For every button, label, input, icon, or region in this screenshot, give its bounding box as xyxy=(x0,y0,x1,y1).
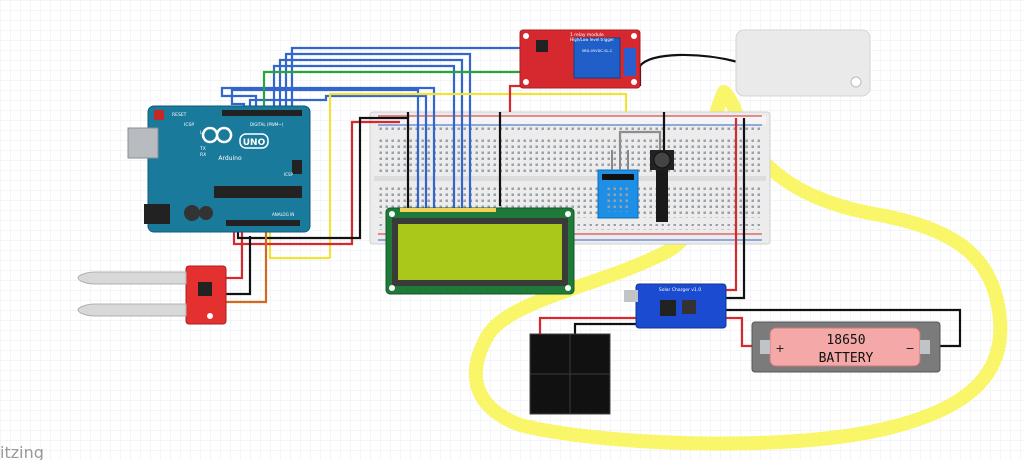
soil-moisture-sensor[interactable] xyxy=(77,265,227,325)
wire-red-6 xyxy=(724,316,760,348)
highlight-stroke xyxy=(468,85,1008,451)
wire-blue-3 xyxy=(278,58,464,212)
wire-black-3 xyxy=(638,53,739,86)
lcd-display[interactable] xyxy=(385,207,575,295)
battery-minus: − xyxy=(905,342,914,355)
wire-red-5 xyxy=(538,316,640,336)
wire-red-2 xyxy=(508,84,522,112)
arduino-digital-label: DIGITAL (PWM~) xyxy=(250,122,284,127)
wire-green xyxy=(262,70,525,112)
solar-panel[interactable] xyxy=(529,333,611,415)
wire-black-1 xyxy=(236,116,410,240)
arduino-uno-label: UNO xyxy=(243,138,266,148)
arduino-icsp-label: ICSP xyxy=(184,122,194,128)
relay-subtitle: High/Low level trigger xyxy=(570,37,614,42)
wire-black-6 xyxy=(724,308,962,348)
probe-upper xyxy=(77,271,187,285)
wire-red-1 xyxy=(232,120,400,246)
arduino-tx-label: TX xyxy=(199,146,206,152)
battery-line1: 18650 xyxy=(826,333,865,348)
wire-black-5 xyxy=(573,322,640,336)
relay-module[interactable]: 1 relay module High/Low level trigger SR… xyxy=(519,29,641,89)
arduino-brand-label: Arduino xyxy=(218,155,242,162)
gray-module[interactable] xyxy=(735,29,871,97)
relay-spec: SRD-05VDC-SL-C xyxy=(582,49,613,53)
battery-plus: + xyxy=(775,342,784,355)
solar-charger[interactable]: Solar Charger v1.0 xyxy=(624,283,727,329)
arduino-analog-label: ANALOG IN xyxy=(272,212,294,217)
potentiometer[interactable] xyxy=(650,150,674,222)
wire-yellow xyxy=(328,92,628,258)
arduino-icsp2-label: ICSP xyxy=(284,172,294,177)
wire-blue-5 xyxy=(220,86,436,212)
wire-black-4 xyxy=(724,118,746,300)
wire-gray xyxy=(618,130,662,150)
wire-blue-7 xyxy=(230,88,420,212)
relay-title: 1 relay module xyxy=(570,32,604,38)
arduino-rx-label: RX xyxy=(200,152,206,158)
battery-line2: BATTERY xyxy=(819,351,874,366)
probe-lower xyxy=(77,303,187,317)
wire-red-3 xyxy=(222,228,244,280)
wire-black-7 xyxy=(226,236,252,296)
watermark-text: itzing xyxy=(0,443,44,460)
dht-sensor[interactable] xyxy=(597,150,639,219)
arduino-logo-icon xyxy=(201,126,233,144)
wire-blue-2 xyxy=(284,52,472,212)
wire-orange xyxy=(226,228,268,304)
arduino-uno[interactable]: UNO Arduino RESET ICSP DIGITAL (PWM~) AN… xyxy=(127,105,311,233)
battery-holder[interactable]: 18650 BATTERY + − xyxy=(751,321,941,373)
wires xyxy=(220,46,962,348)
solar-charger-title: Solar Charger v1.0 xyxy=(659,287,701,293)
arduino-reset-label: RESET xyxy=(172,112,187,118)
wire-blue-6 xyxy=(248,94,428,212)
arduino-l-label: L xyxy=(200,130,203,136)
wire-red-4 xyxy=(724,118,738,292)
